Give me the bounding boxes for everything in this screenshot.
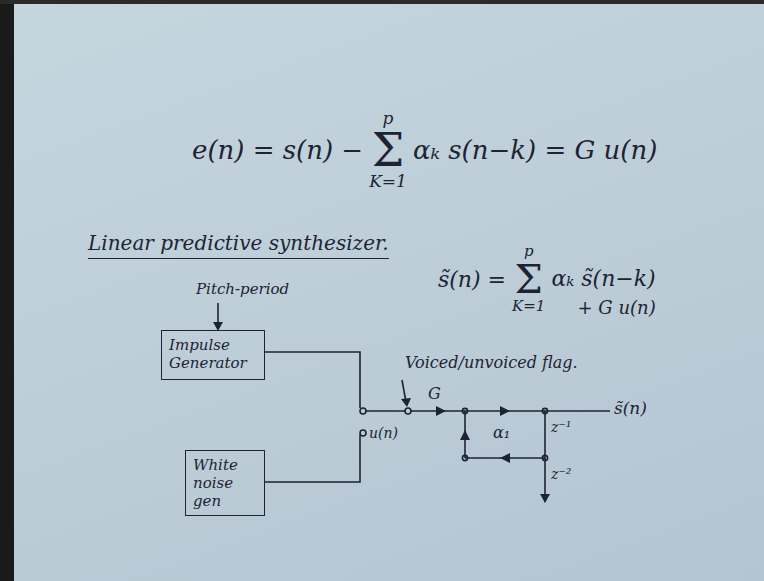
sigma: Σ — [372, 127, 405, 173]
signal-label: Pitch-period — [196, 281, 289, 298]
delay-label: z⁻¹ — [551, 419, 571, 435]
board-edge — [0, 0, 764, 4]
switch-contact — [360, 430, 366, 436]
arrow-head — [436, 406, 446, 416]
upper-limit: p — [524, 244, 534, 259]
delay-branch — [544, 411, 546, 458]
lower-limit: K=1 — [369, 173, 407, 190]
generator-box: White noise gen — [185, 450, 265, 516]
equation-text: + G u(n) — [578, 297, 656, 318]
switch-pole — [405, 408, 411, 414]
heading: Linear predictive synthesizer. — [88, 232, 389, 259]
arrow-head — [540, 494, 550, 503]
lower-limit: K=1 — [512, 299, 545, 314]
signal-label: Voiced/unvoiced flag. — [405, 354, 578, 372]
summation-symbol: pΣK=1 — [512, 244, 545, 314]
box-text: White noise gen — [193, 456, 257, 510]
equation-text: s̃(n) = — [438, 267, 506, 292]
upper-limit: p — [383, 110, 394, 127]
output-label: s̃(n) — [614, 399, 647, 419]
error-equation: e(n) = s(n) −pΣK=1αₖ s(n−k) = G u(n) — [192, 110, 657, 190]
flow-node — [542, 408, 547, 413]
equation-text: αₖ s̃(n−k) — [551, 266, 655, 291]
switch-lever — [366, 410, 405, 412]
board-edge — [0, 0, 14, 581]
flow-node — [462, 408, 467, 413]
arrow-head — [500, 406, 510, 416]
sigma: Σ — [515, 259, 543, 299]
coefficient-label: α₁ — [493, 424, 510, 442]
gain-label: G — [428, 385, 441, 403]
switch-contact — [360, 408, 366, 414]
summation-symbol: pΣK=1 — [369, 110, 407, 190]
synthesis-equation: s̃(n) =pΣK=1αₖ s̃(n−k)+ G u(n) — [438, 240, 656, 318]
flow-node — [542, 455, 547, 460]
box-text: Impulse Generator — [169, 336, 257, 372]
flow-node — [462, 455, 467, 460]
arrow-head — [401, 398, 411, 407]
delay-label: z⁻² — [551, 466, 571, 482]
wire — [265, 352, 360, 408]
arrow-head — [500, 453, 510, 463]
signal-label: u(n) — [369, 425, 398, 441]
equation-text: e(n) = s(n) − — [192, 135, 363, 165]
arrow-head — [460, 430, 470, 440]
generator-box: Impulse Generator — [161, 330, 265, 380]
wire — [265, 435, 360, 482]
equation-tail: αₖ s̃(n−k) + G u(n) — [551, 266, 655, 318]
equation-text: αₖ s(n−k) = G u(n) — [413, 135, 657, 165]
